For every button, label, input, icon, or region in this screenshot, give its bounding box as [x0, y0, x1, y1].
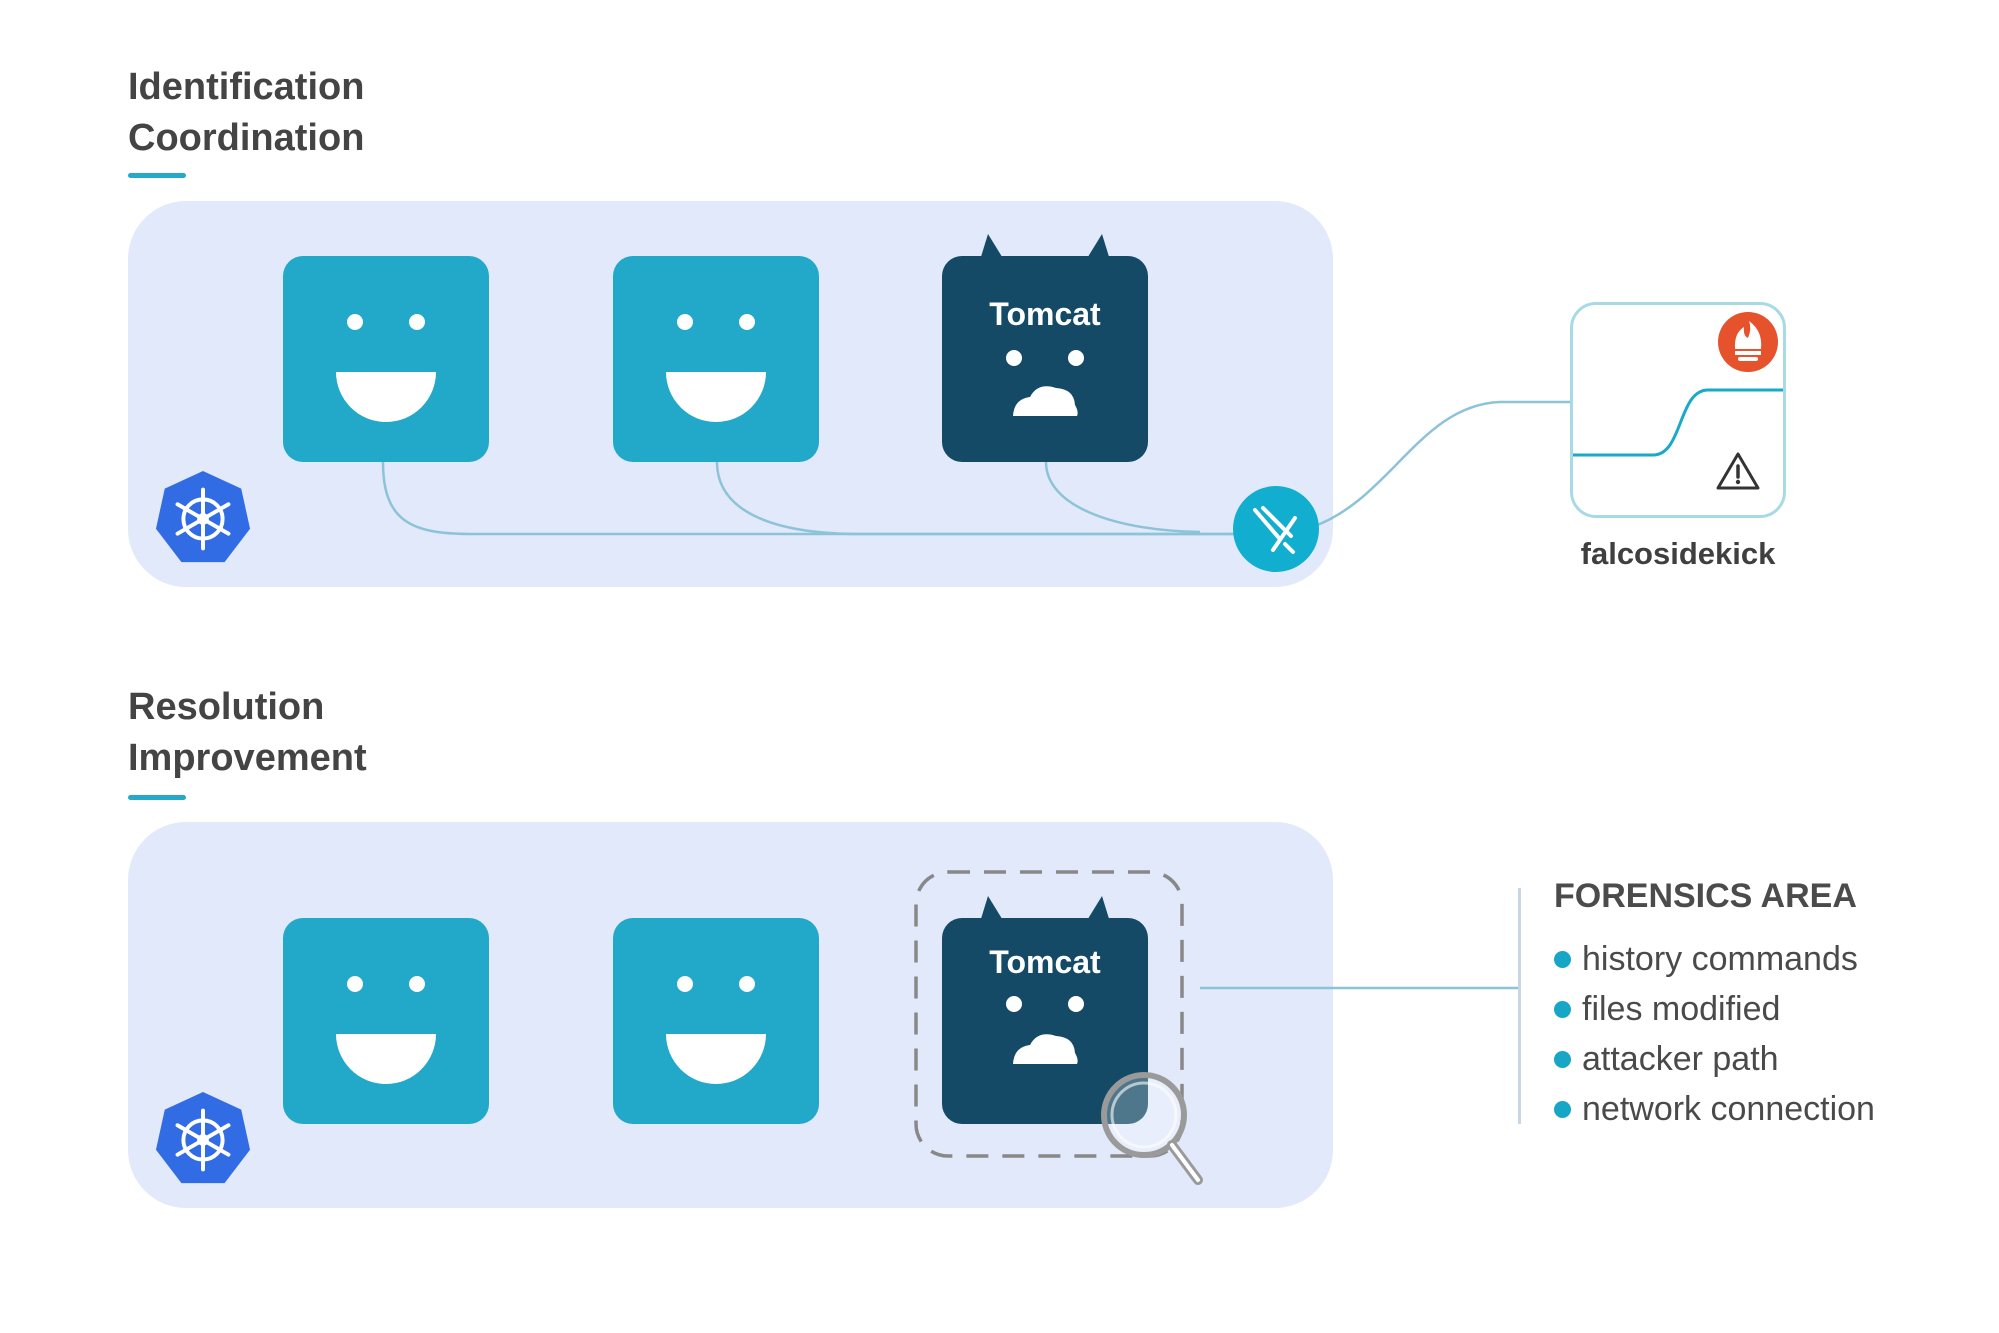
tomcat-pod-1: Tomcat — [942, 234, 1148, 462]
tomcat-label: Tomcat — [989, 296, 1101, 332]
bullet-dot-icon — [1554, 1101, 1571, 1118]
section2-heading: Resolution Improvement — [128, 682, 367, 784]
happy-face-icon — [666, 314, 766, 422]
bullet-dot-icon — [1554, 1051, 1571, 1068]
bullet-dot-icon — [1554, 951, 1571, 968]
tomcat-label: Tomcat — [989, 944, 1101, 980]
section2-heading-line2: Improvement — [128, 737, 367, 779]
forensics-item-history: history commands — [1554, 934, 1875, 984]
warning-triangle-icon — [1716, 452, 1760, 490]
forensics-item-network: network connection — [1554, 1084, 1875, 1134]
forensics-item-label: attacker path — [1582, 1040, 1779, 1078]
section1-heading-line1: Identification — [128, 66, 365, 108]
prometheus-flame-icon — [1718, 312, 1778, 372]
forensics-item-path: attacker path — [1554, 1034, 1875, 1084]
falco-icon — [1233, 486, 1319, 572]
tomcat-pod-2: Tomcat — [942, 896, 1148, 1124]
happy-face-icon — [336, 314, 436, 422]
forensics-item-label: files modified — [1582, 990, 1781, 1028]
falcosidekick-output-icon — [1573, 388, 1783, 457]
happy-pod-2 — [613, 256, 819, 462]
forensics-item-label: history commands — [1582, 940, 1858, 978]
happy-pod-3 — [283, 918, 489, 1124]
forensics-divider — [1518, 888, 1521, 1124]
kubernetes-icon — [155, 470, 251, 563]
happy-pod-1 — [283, 256, 489, 462]
sad-cat-face-icon — [980, 234, 1110, 416]
forensics-item-files: files modified — [1554, 984, 1875, 1034]
section1-heading-underline — [128, 173, 186, 178]
falco-bird-icon — [1253, 506, 1297, 554]
sad-cat-face-icon — [980, 896, 1110, 1064]
happy-face-icon — [336, 976, 436, 1084]
section2-heading-underline — [128, 795, 186, 800]
forensics-item-label: network connection — [1582, 1090, 1875, 1128]
forensics-title: FORENSICS AREA — [1554, 877, 1857, 915]
forensics-list: history commands files modified attacker… — [1554, 934, 1875, 1134]
section2-heading-line1: Resolution — [128, 686, 325, 728]
happy-pod-4 — [613, 918, 819, 1124]
section1-heading-line2: Coordination — [128, 117, 365, 159]
falcosidekick-label: falcosidekick — [1580, 536, 1776, 571]
section1-heading: Identification Coordination — [128, 62, 364, 164]
bullet-dot-icon — [1554, 1001, 1571, 1018]
falcosidekick-panel — [1570, 302, 1786, 518]
kubernetes-icon — [155, 1091, 251, 1184]
happy-face-icon — [666, 976, 766, 1084]
